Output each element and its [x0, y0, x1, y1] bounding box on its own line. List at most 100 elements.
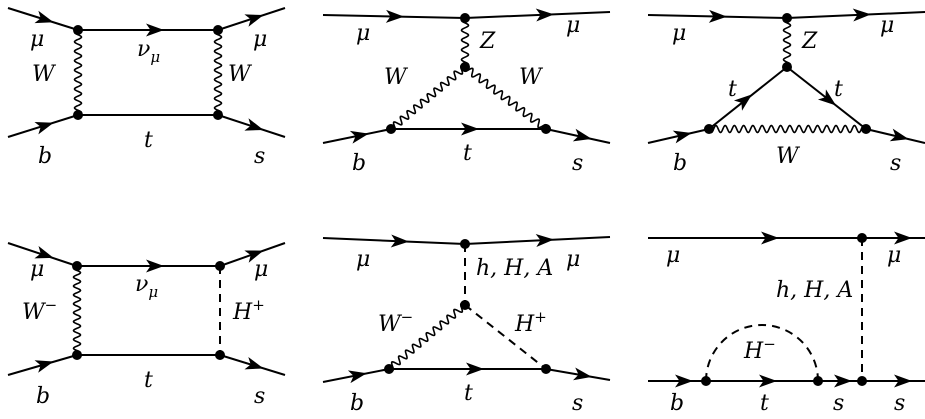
label-mu-out: μ	[566, 13, 580, 38]
vertex	[813, 376, 823, 386]
arrow-top-left	[733, 94, 753, 111]
label-mu-in: μ	[30, 257, 44, 282]
label-t-right: t	[834, 77, 843, 102]
vertex	[72, 350, 82, 360]
w-boson-right	[463, 66, 548, 130]
label-h-plus: H+	[232, 296, 265, 325]
vertex	[213, 25, 223, 35]
label-s: s	[254, 384, 265, 409]
label-s-end: s	[894, 391, 905, 416]
vertex	[460, 300, 470, 310]
z-boson	[782, 17, 792, 68]
label-higgs: h, H, A	[476, 256, 553, 281]
arrow-muon-out	[244, 250, 264, 263]
vertex	[384, 364, 394, 374]
label-nu: νμ	[137, 37, 160, 66]
label-w-base: W	[378, 312, 403, 337]
arrow-top	[759, 374, 777, 388]
arrow-s-mid	[834, 374, 852, 388]
label-w-left: W	[384, 65, 409, 90]
label-w-base: W	[22, 300, 47, 325]
arrow-b-quark	[347, 370, 367, 384]
label-mu-out: μ	[880, 13, 894, 38]
arrow-muon-in	[34, 245, 54, 259]
label-mu-in: μ	[672, 21, 686, 46]
muon-out-line	[464, 11, 611, 19]
label-h-base: H	[514, 312, 535, 337]
label-w-sup: −	[401, 308, 414, 326]
arrow-top	[461, 122, 479, 136]
label-t: t	[760, 391, 769, 416]
vertex	[215, 261, 225, 271]
arrow-muon-in	[761, 231, 779, 245]
label-t: t	[464, 381, 473, 406]
label-w-sup: −	[45, 296, 58, 314]
vertex	[782, 13, 792, 23]
label-w: W	[776, 144, 801, 169]
label-t: t	[144, 368, 153, 393]
arrow-muon-out	[894, 231, 912, 245]
vertex	[215, 350, 225, 360]
w-minus-boson	[388, 302, 466, 372]
label-mu-out: μ	[566, 247, 580, 272]
label-b: b	[36, 384, 50, 409]
diagram-higgs-self-energy: μ μ h, H, A H− b t s s	[648, 231, 925, 416]
label-mu-in: μ	[356, 21, 370, 46]
label-s: s	[572, 391, 583, 416]
label-h-sup: −	[763, 335, 776, 353]
arrow-muon-out	[535, 8, 554, 22]
label-nu-base: ν	[135, 272, 148, 297]
label-s: s	[890, 151, 901, 176]
label-z: Z	[479, 29, 496, 54]
arrow-top	[466, 362, 484, 376]
arrow-b-quark	[34, 122, 54, 135]
label-b: b	[673, 151, 687, 176]
arrow-muon-out	[852, 8, 871, 22]
label-t: t	[463, 141, 472, 166]
s-quark-line	[545, 368, 611, 381]
diagram-z-penguin-ww: μ μ Z W W t b s	[322, 8, 611, 176]
arrow-muon-in	[390, 234, 409, 248]
label-s-mid: s	[833, 391, 844, 416]
w-boson-left	[390, 64, 466, 132]
w-boson	[708, 124, 867, 134]
arrow-b-quark	[675, 374, 693, 388]
muon-in-line	[322, 237, 466, 245]
diagram-z-penguin-tt: μ μ Z t t W b s	[647, 8, 925, 176]
z-boson	[460, 17, 470, 68]
label-mu-in: μ	[356, 247, 370, 272]
vertex	[73, 25, 83, 35]
vertex	[857, 376, 867, 386]
s-quark-line	[545, 128, 611, 144]
label-nu-sub: μ	[148, 283, 158, 301]
arrow-top-right	[817, 89, 837, 106]
label-mu-in: μ	[666, 243, 680, 268]
muon-out-line	[786, 11, 925, 19]
label-nu-base: ν	[137, 37, 150, 62]
s-quark-line	[865, 128, 925, 144]
muon-out-line	[464, 236, 611, 245]
arrow-s-quark	[244, 356, 264, 370]
vertex	[73, 110, 83, 120]
arrow-neutrino	[146, 259, 164, 273]
vertex	[460, 62, 470, 72]
arrow-muon-in	[708, 9, 727, 23]
arrow-muon-in	[385, 9, 404, 23]
label-h-sup: +	[252, 296, 265, 314]
diagram-box-w-h: μ μ W− H+ νμ t b s	[7, 242, 286, 409]
arrow-muon-out	[535, 233, 554, 247]
vertex	[541, 124, 551, 134]
label-w-minus: W−	[378, 308, 413, 337]
label-mu-out: μ	[253, 27, 267, 52]
w-boson-right	[213, 29, 223, 116]
w-boson-left	[73, 29, 83, 116]
label-w-left: W	[32, 62, 57, 87]
arrow-b-quark	[672, 130, 692, 144]
vertex	[861, 124, 871, 134]
label-h-sup: +	[534, 308, 547, 326]
label-nu: νμ	[135, 272, 158, 301]
label-higgs: h, H, A	[776, 278, 853, 303]
vertex	[460, 239, 470, 249]
label-b: b	[670, 391, 684, 416]
label-w-right: W	[228, 62, 253, 87]
